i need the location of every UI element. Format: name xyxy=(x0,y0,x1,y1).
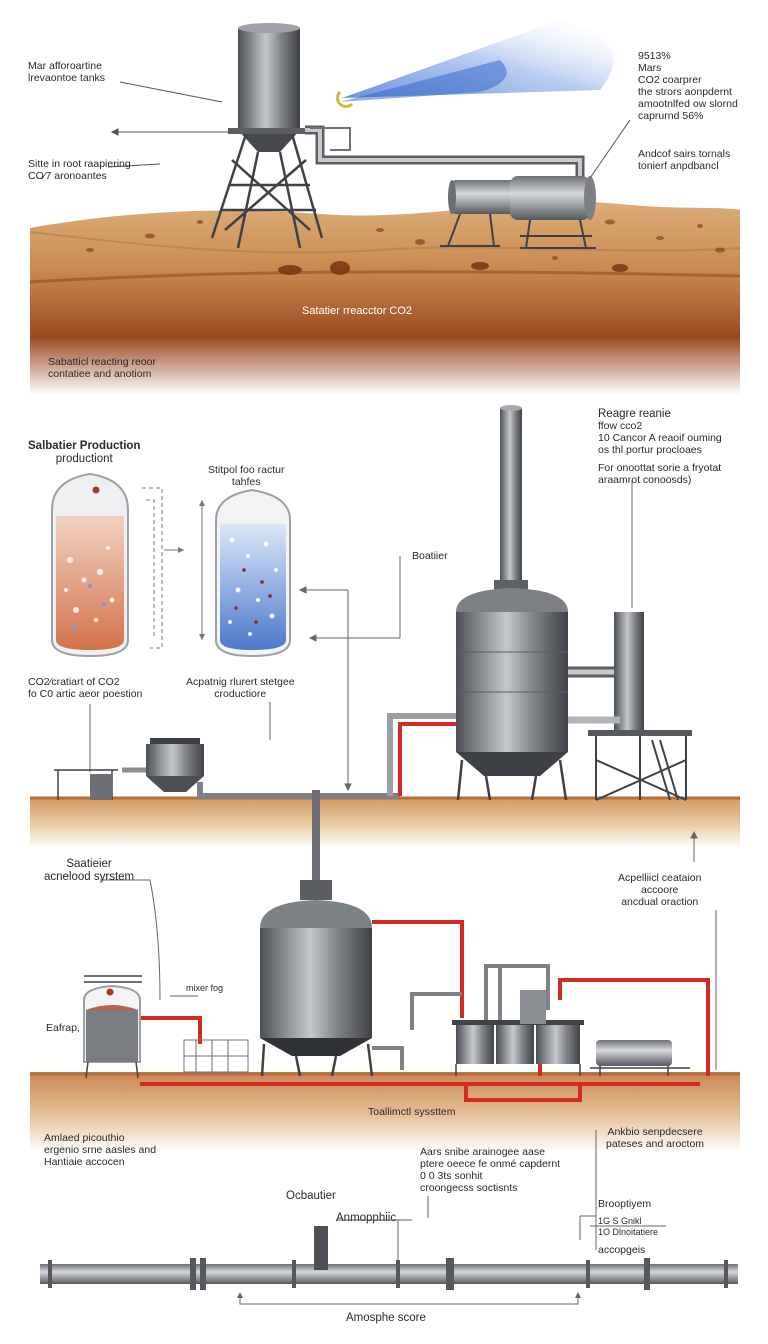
label-line: tahfes xyxy=(231,476,261,488)
label-line: Reagre reanie xyxy=(598,408,671,420)
label-storage-production: Acpatnig rlurert stetgee croductiore xyxy=(186,676,295,700)
label-line: Saatieier xyxy=(66,858,112,870)
label-system: Toallimctl syssttem xyxy=(368,1106,456,1118)
label-line: ptere oeece fe onmé capdernt xyxy=(420,1158,561,1170)
label-line: 1G S Gnikl xyxy=(598,1216,642,1226)
tower-tank xyxy=(210,23,324,249)
label-line: accoore xyxy=(641,884,679,896)
section2-ground xyxy=(30,796,740,848)
label-center-notes: Aars snibe arainogee aase ptere oeece fe… xyxy=(420,1146,560,1194)
label-line: ancdual oraction xyxy=(621,896,699,908)
label-line: Aars snibe arainogee aase xyxy=(420,1146,545,1158)
glass-vessel-orange xyxy=(51,472,184,658)
stack-reactor xyxy=(456,405,568,801)
right-column-rig xyxy=(568,612,692,801)
label-line: Salbatier Production xyxy=(28,440,141,452)
label-line: Ankbio senpdecsere xyxy=(607,1126,703,1138)
label-line: the strors aonpdernt xyxy=(638,86,732,98)
label-line: CO⁄7 aronoantes xyxy=(28,170,107,182)
label-reactor-co2: Satatier rreacctor CO2 xyxy=(302,305,413,317)
left-glass-tank xyxy=(83,975,249,1079)
central-silo xyxy=(260,790,374,1077)
label-line: For onoottat sorie a fryotat xyxy=(598,462,722,474)
label-line: tonierf anpdbancl xyxy=(638,160,719,172)
label-storage-tanks: Mar afforoartine lrevaontoe tanks xyxy=(28,60,105,84)
label-co2-arrivals: Sitte in root raapiering CO⁄7 aronoantes xyxy=(28,158,131,182)
label-line: croongecss soctisnts xyxy=(420,1182,518,1194)
red-pipes-sec3 xyxy=(140,920,710,1102)
right-tank-cluster xyxy=(452,990,690,1076)
label-line: ergenio srne aasles and xyxy=(44,1144,157,1156)
label-line: fo C0 artic aeor poestion xyxy=(28,688,143,700)
label-co2-portion: CO2⁄cratiart of CO2 fo C0 artic aeor poe… xyxy=(28,676,142,700)
label-production-title: Salbatier Production productiont xyxy=(28,440,140,466)
label-line: CO2⁄cratiart of CO2 xyxy=(28,676,120,688)
label-line: caprurnd 56% xyxy=(638,110,704,122)
label-line: Sitte in root raapiering xyxy=(28,158,131,170)
section1-ground xyxy=(29,201,741,395)
gray-pipes-sec3 xyxy=(372,964,550,1070)
label-line: Sabatticl reacting reoor xyxy=(48,356,156,368)
label-line: 0 0 3ts sonhit xyxy=(420,1170,483,1182)
label-box-lines: 1G S Gnikl 1O Dlnoitatiere xyxy=(598,1216,658,1238)
label-line: amootnlfed ow slornd xyxy=(638,98,738,110)
label-line: lrevaontoe tanks xyxy=(28,72,106,84)
label-line: ffow cco2 xyxy=(598,420,643,432)
label-line: 1O Dlnoitatiere xyxy=(598,1227,659,1237)
label-cryostat: For onoottat sorie a fryotat araamrot co… xyxy=(598,462,721,486)
label-line: acnelood syrstem xyxy=(44,871,135,883)
label-eafrap: Eafrap, xyxy=(46,1022,80,1034)
label-obautier: Ocbautier xyxy=(286,1190,336,1202)
glass-vessel-blue xyxy=(199,488,291,658)
label-mixer: mixer fog xyxy=(186,983,224,993)
top-pipe xyxy=(305,125,585,185)
label-accopgeis: accopgeis xyxy=(598,1244,646,1256)
label-line: CO2 coarprer xyxy=(638,74,702,86)
label-footer: Amosphe score xyxy=(346,1312,426,1324)
section1-leaders xyxy=(107,81,631,179)
section2-leaders xyxy=(89,480,633,792)
label-amophic: Anmopphiic xyxy=(336,1212,397,1224)
label-ankbio: Ankbio senpdecsere pateses and aroctom xyxy=(606,1126,704,1150)
label-line: 9513% xyxy=(638,50,671,62)
label-storage-tables: Stitpol foo ractur tahfes xyxy=(208,464,284,488)
section3-leaders xyxy=(100,830,717,1250)
label-line: Andcof sairs tornals xyxy=(638,148,731,160)
label-brooptiyem: Brooptiyem xyxy=(598,1198,652,1210)
label-ancdual-oraction: Acpelliicl ceataion accoore ancdual orac… xyxy=(618,872,701,908)
label-co2-capture: 9513% Mars CO2 coarprer the strors aonpd… xyxy=(638,50,738,122)
label-line: pateses and aroctom xyxy=(606,1138,705,1150)
label-line: croductiore xyxy=(214,688,267,700)
label-line: productiont xyxy=(55,453,113,465)
label-line: 10 Cancor A reaoif ouming xyxy=(598,432,722,444)
label-boatiier: Boatiier xyxy=(412,550,448,562)
label-line: Mar afforoartine xyxy=(28,60,102,72)
label-line: Acpatnig rlurert stetgee xyxy=(186,676,295,688)
label-line: Stitpol foo ractur xyxy=(208,464,285,476)
label-sands-terminals: Andcof sairs tornals tonierf anpdbancl xyxy=(638,148,730,172)
bottom-pipeline xyxy=(40,1196,738,1305)
label-line: Acpelliicl ceataion xyxy=(618,872,702,884)
label-reaction-container: Sabatticl reacting reoor contatiee and a… xyxy=(48,356,156,380)
label-reagent-flow: Reagre reanie ffow cco2 10 Cancor A reao… xyxy=(598,408,722,456)
small-tank-sec2 xyxy=(54,738,204,800)
gas-beam xyxy=(336,20,614,108)
label-amlaed: Amlaed picouthio ergenio srne aasles and… xyxy=(44,1132,156,1168)
label-acnelood-system: Saatieier acnelood syrstem xyxy=(44,858,134,884)
label-line: contatiee and anotiom xyxy=(48,368,152,380)
horizontal-reactor xyxy=(440,176,596,249)
label-line: os thl portur procloaes xyxy=(598,444,702,456)
label-line: araamrot conoosds) xyxy=(598,474,692,486)
label-line: Mars xyxy=(638,62,662,74)
label-line: Amlaed picouthio xyxy=(44,1132,125,1144)
label-line: Hantiaie accocen xyxy=(44,1156,125,1168)
